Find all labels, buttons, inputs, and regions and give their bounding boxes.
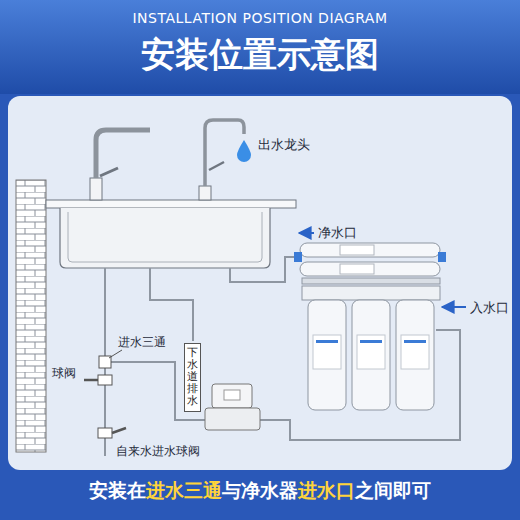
- part-label: 进水三通: [118, 334, 166, 351]
- filter-housings: [302, 286, 440, 410]
- main-ball-valve: [98, 428, 126, 438]
- caption-part: 进水口: [298, 479, 355, 501]
- callout-arrow: [442, 306, 466, 308]
- pressure-valve: [205, 384, 260, 430]
- countertop: [46, 200, 296, 208]
- caption-part: 进水三通: [146, 479, 222, 501]
- part-label: 自来水进水球阀: [116, 443, 200, 460]
- brick-wall: [16, 180, 46, 452]
- caption-part: 安装在: [89, 479, 146, 501]
- sink-basin: [60, 208, 270, 268]
- part-label: 入水口: [470, 299, 509, 317]
- leader-line: [109, 350, 122, 358]
- subtitle: INSTALLATION POSITION DIAGRAM: [0, 10, 520, 26]
- header-bar: [0, 0, 520, 94]
- callout-arrow: [299, 232, 314, 234]
- inline-filters: [294, 243, 446, 284]
- part-label: 出水龙头: [258, 136, 310, 154]
- kitchen-faucet: [90, 130, 150, 200]
- water-drop: [237, 140, 251, 162]
- node-text: 下水道排水: [187, 347, 198, 407]
- title: 安装位置示意图: [0, 32, 520, 78]
- pipes: [105, 257, 460, 456]
- part-label: 净水口: [318, 224, 357, 242]
- part-label: 球阀: [52, 365, 76, 382]
- purifier-faucet: [199, 120, 244, 200]
- caption-part: 与净水器: [222, 479, 298, 501]
- ball-valve: [84, 375, 112, 385]
- caption-row: 安装在进水三通与净水器进水口之间即可: [0, 478, 520, 504]
- sink-inner: [68, 212, 262, 262]
- caption-part: 之间即可: [355, 479, 431, 501]
- drain-box: 下水道排水: [184, 343, 201, 412]
- panel: [8, 96, 512, 470]
